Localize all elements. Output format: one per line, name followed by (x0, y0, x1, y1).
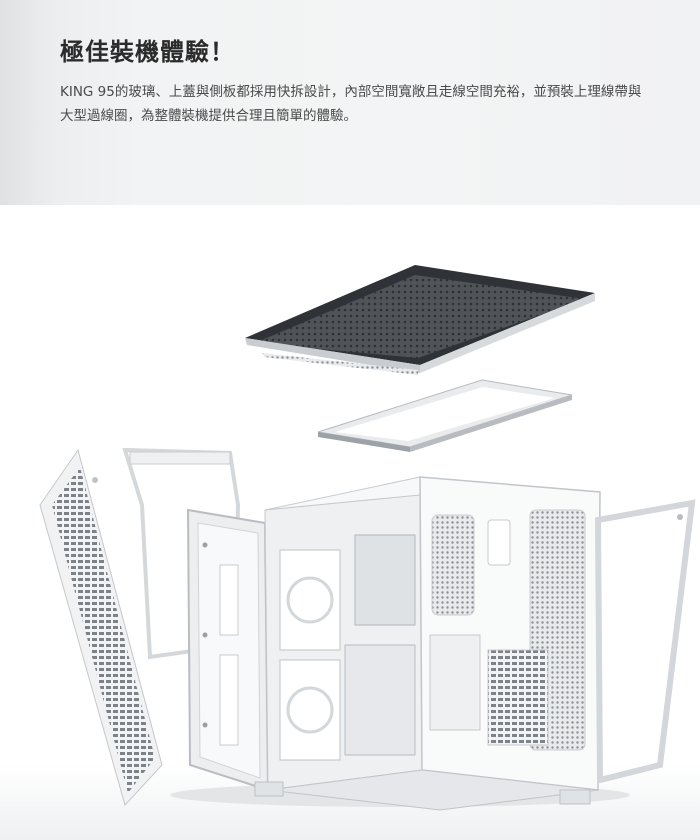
product-photo (0, 205, 700, 840)
pc-case-exploded-illustration (0, 265, 700, 840)
top-frame (317, 379, 573, 452)
header-band: 極佳裝機體驗！ KING 95的玻璃、上蓋與側板都採用快拆設計，內部空間寬敞且走… (0, 0, 700, 205)
main-chassis (254, 476, 601, 811)
left-side-panel (39, 448, 163, 806)
top-cover (245, 265, 595, 375)
right-side-panel (594, 499, 696, 784)
glass-door (186, 508, 270, 792)
feature-description: KING 95的玻璃、上蓋與側板都採用快拆設計，內部空間寬敞且走線空間充裕，並預… (60, 84, 642, 124)
page-title: 極佳裝機體驗！ (60, 38, 235, 66)
